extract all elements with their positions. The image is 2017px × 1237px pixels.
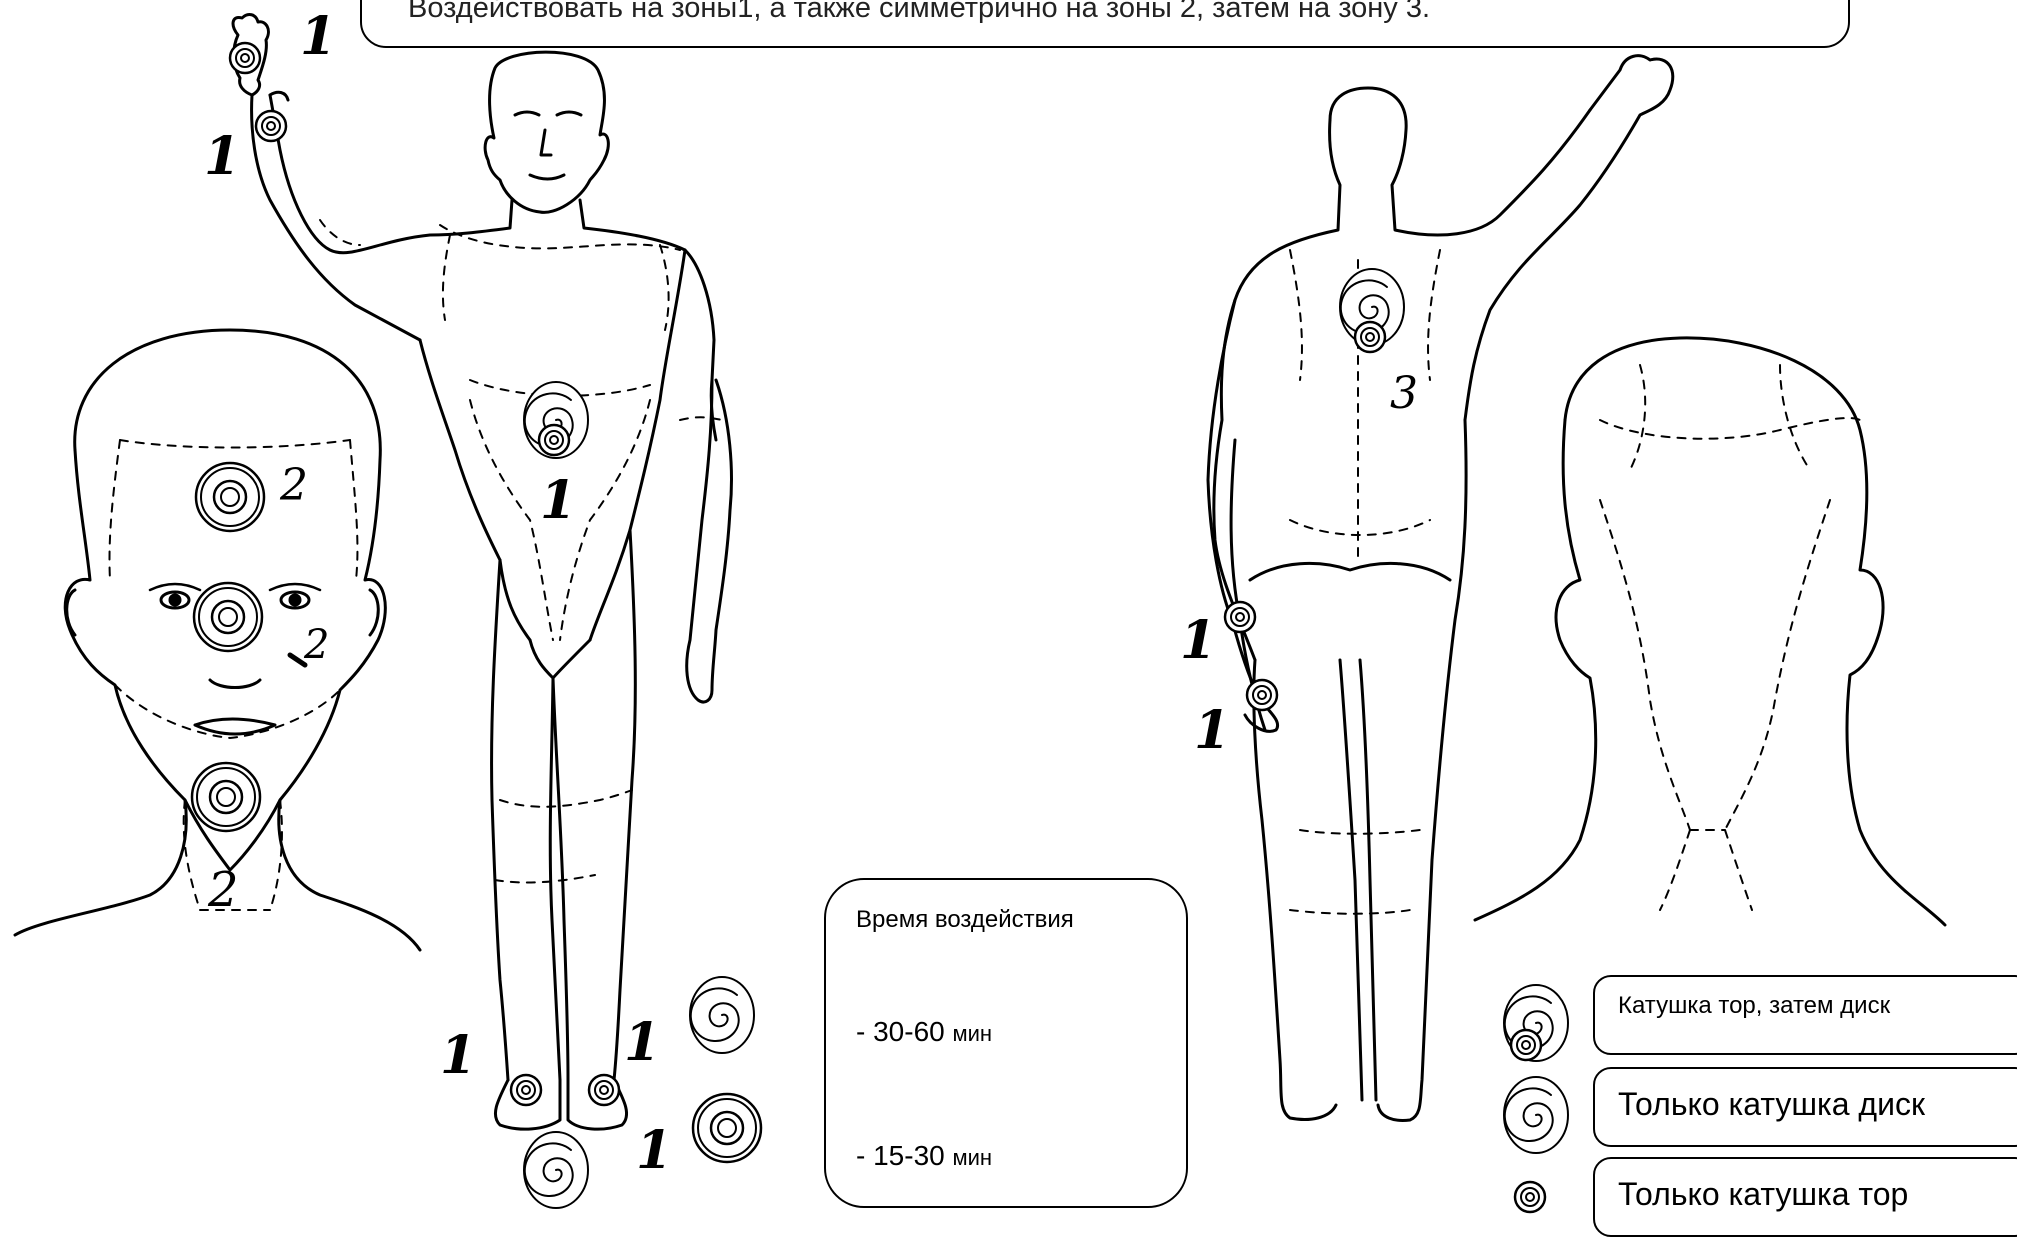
zone-label: 1 bbox=[1194, 700, 1230, 761]
exposure-time-row: - 30-60 мин bbox=[856, 1016, 992, 1048]
zone-label: 1 bbox=[440, 1025, 476, 1086]
exposure-time-title: Время воздействия bbox=[856, 906, 1074, 934]
legend-item-label: Катушка тор, затем диск bbox=[1618, 992, 1890, 1020]
time-unit: мин bbox=[953, 1021, 993, 1046]
zone-label: 1 bbox=[540, 470, 576, 531]
instruction-text: Воздействовать на зоны1, а также симметр… bbox=[408, 0, 1430, 25]
exposure-time-row: - 15-30 мин bbox=[856, 1140, 992, 1172]
zone-label: 3 bbox=[1390, 368, 1418, 419]
zone-label: 2 bbox=[208, 862, 239, 918]
zone-label: 1 bbox=[636, 1120, 672, 1181]
zone-label: 1 bbox=[1180, 610, 1216, 671]
zone-label: 1 bbox=[204, 126, 240, 187]
zone-label: 1 bbox=[300, 6, 336, 67]
zone-label: 2 bbox=[280, 460, 308, 511]
front-body-figure bbox=[233, 15, 731, 1130]
time-value: - 30-60 bbox=[856, 1016, 945, 1047]
back-head-figure bbox=[1475, 338, 1945, 925]
zone-label: 1 bbox=[624, 1012, 660, 1073]
time-unit: мин bbox=[953, 1145, 993, 1170]
time-value: - 15-30 bbox=[856, 1140, 945, 1171]
legend-item-label: Только катушка диск bbox=[1618, 1086, 1925, 1123]
legend-item-label: Только катушка тор bbox=[1618, 1176, 1908, 1213]
back-body-figure bbox=[1208, 56, 1673, 1121]
zone-label: 2 bbox=[304, 622, 329, 668]
